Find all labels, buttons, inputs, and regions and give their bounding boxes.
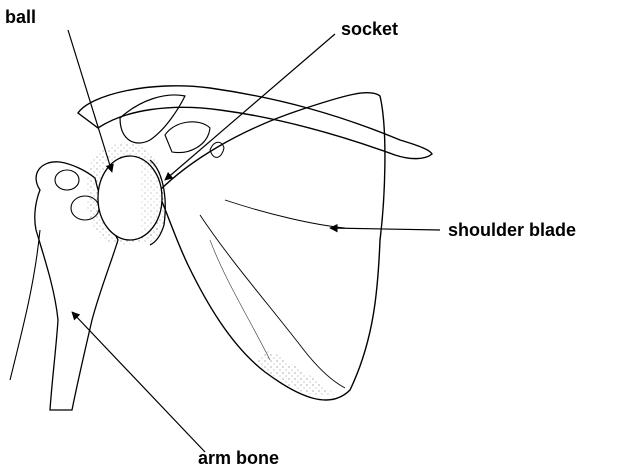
arm-bone-shaft-line — [10, 230, 40, 380]
acromion — [120, 95, 185, 143]
socket-label: socket — [341, 19, 398, 39]
ball-label: ball — [5, 7, 36, 27]
greater-tubercle — [55, 170, 79, 190]
shoulder-blade-label: shoulder blade — [448, 220, 576, 240]
arm-bone-label: arm bone — [198, 448, 279, 468]
arm-bone-pointer — [72, 312, 205, 452]
scapula-spine — [225, 200, 345, 228]
shoulder-blade-pointer — [330, 228, 440, 230]
socket-shading — [140, 155, 165, 244]
ball-pointer — [68, 30, 112, 172]
scapula-edge — [210, 240, 270, 360]
